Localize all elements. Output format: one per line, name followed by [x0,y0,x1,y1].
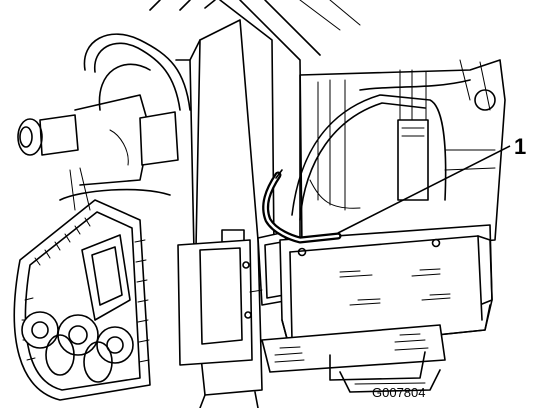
engine-background [291,59,506,256]
highlighted-hose [262,169,342,244]
track-assembly [13,199,151,401]
callout-leader-line [337,145,511,234]
loader-arm-tower [175,19,263,396]
callout-number: 1 [514,134,527,159]
figure-id-label: G007804 [372,385,426,400]
left-motor-assembly [17,33,191,211]
guard-panel [279,224,493,351]
lower-skid [199,324,446,408]
